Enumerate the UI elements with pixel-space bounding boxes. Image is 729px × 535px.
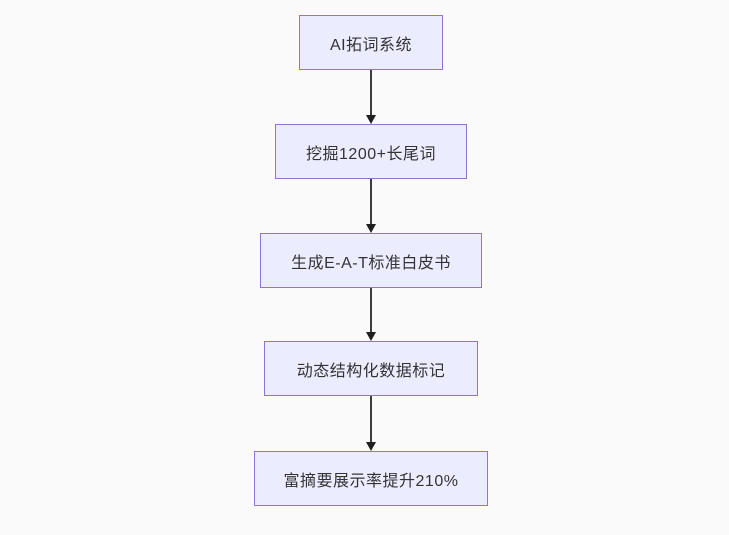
- flow-node-label: 挖掘1200+长尾词: [306, 145, 436, 163]
- flow-edge-3: [365, 288, 377, 341]
- flow-node-eat-whitepaper: 生成E-A-T标准白皮书: [260, 233, 482, 288]
- flow-node-label: 动态结构化数据标记: [296, 362, 446, 380]
- edge-line: [370, 288, 372, 335]
- flow-node-label: AI拓词系统: [329, 36, 413, 54]
- flow-node-label: 富摘要展示率提升210%: [283, 472, 459, 490]
- arrowhead-down-icon: [366, 332, 376, 341]
- edge-line: [370, 396, 372, 445]
- arrowhead-down-icon: [366, 115, 376, 124]
- flow-node-rich-snippet-rate: 富摘要展示率提升210%: [254, 451, 488, 506]
- flow-node-label: 生成E-A-T标准白皮书: [291, 254, 451, 272]
- arrowhead-down-icon: [366, 442, 376, 451]
- flow-edge-2: [365, 179, 377, 233]
- flow-edge-4: [365, 396, 377, 451]
- flow-node-ai-system: AI拓词系统: [299, 15, 443, 70]
- edge-line: [370, 179, 372, 227]
- edge-line: [370, 70, 372, 118]
- flow-node-structured-data: 动态结构化数据标记: [264, 341, 478, 396]
- flow-edge-1: [365, 70, 377, 124]
- arrowhead-down-icon: [366, 224, 376, 233]
- flow-node-longtail-words: 挖掘1200+长尾词: [275, 124, 467, 179]
